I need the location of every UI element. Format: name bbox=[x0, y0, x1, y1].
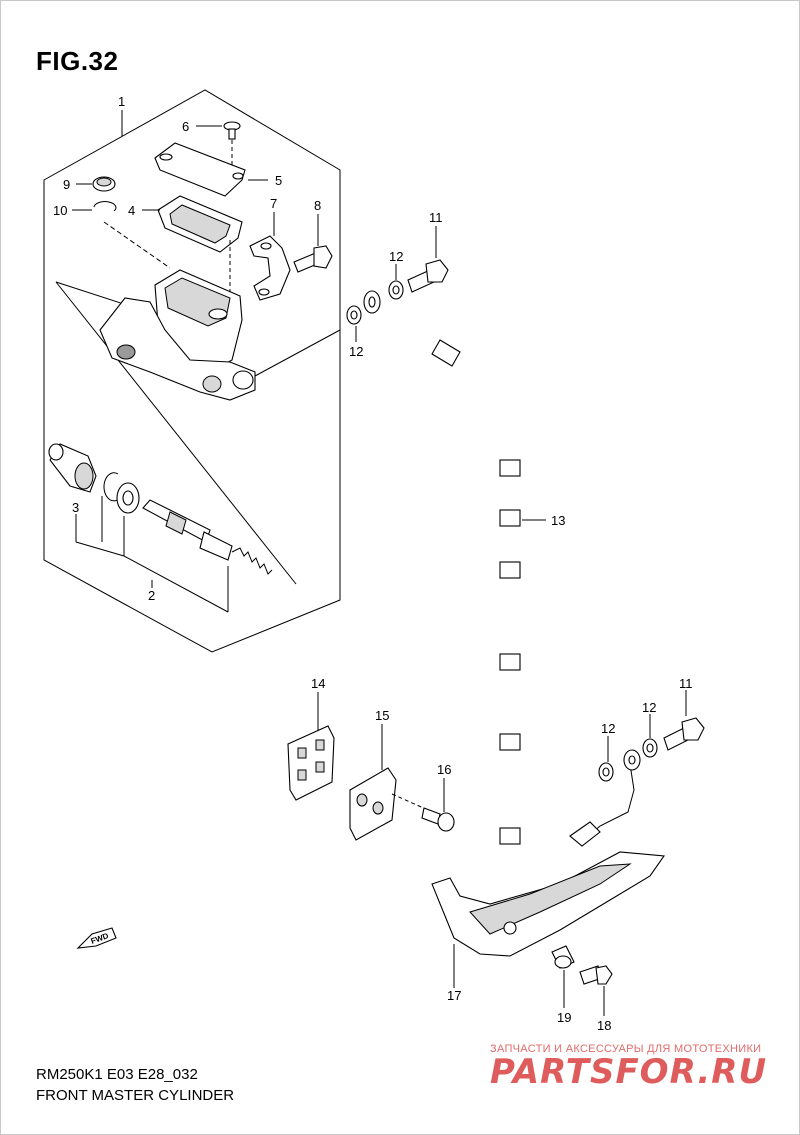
callout-2: 2 bbox=[148, 588, 155, 603]
callout-9: 9 bbox=[63, 177, 70, 192]
callout-4: 4 bbox=[128, 203, 135, 218]
callout-16: 16 bbox=[437, 762, 451, 777]
cap-9 bbox=[92, 176, 116, 192]
callout-17: 17 bbox=[447, 988, 461, 1003]
diaphragm-4 bbox=[157, 195, 243, 300]
callout-11-upper: 11 bbox=[429, 210, 443, 225]
hose-guide-14 bbox=[287, 725, 335, 801]
disc-guard-17 bbox=[431, 851, 665, 957]
callout-6: 6 bbox=[182, 119, 189, 134]
callout-12-lower-b: 12 bbox=[601, 721, 615, 736]
reservoir-cap-5 bbox=[154, 142, 246, 197]
piston-kit-2 bbox=[142, 499, 273, 575]
callout-19: 19 bbox=[557, 1010, 571, 1025]
fwd-arrow-icon: FWD bbox=[76, 927, 117, 949]
watermark-tagline: ЗАПЧАСТИ И АКСЕССУАРЫ ДЛЯ МОТОТЕХНИКИ bbox=[490, 1043, 762, 1055]
figure-title: FIG.32 bbox=[36, 46, 119, 76]
callout-18: 18 bbox=[597, 1018, 611, 1033]
watermark-logo: PARTSFOR.RU bbox=[490, 1052, 768, 1092]
callout-numbers: 1 2 3 4 5 6 7 8 9 10 11 12 12 13 14 15 1… bbox=[53, 94, 693, 1033]
callout-3: 3 bbox=[72, 500, 79, 515]
callout-12-upper-a: 12 bbox=[389, 249, 403, 264]
circlip bbox=[103, 472, 121, 502]
figure-name: FRONT MASTER CYLINDER bbox=[36, 1087, 235, 1104]
callout-13: 13 bbox=[551, 513, 565, 528]
lower-union-hardware bbox=[598, 717, 705, 782]
callout-12-upper-b: 12 bbox=[349, 344, 363, 359]
callout-15: 15 bbox=[375, 708, 389, 723]
boot-3 bbox=[48, 443, 97, 493]
upper-union-hardware bbox=[346, 259, 449, 325]
clamp-7 bbox=[249, 235, 291, 301]
master-cylinder-body bbox=[99, 269, 341, 401]
bolt-8 bbox=[293, 245, 333, 273]
assembly-boundary bbox=[43, 89, 341, 653]
ring-10 bbox=[93, 201, 117, 212]
leader-lines bbox=[72, 125, 687, 1016]
callout-10: 10 bbox=[53, 203, 67, 218]
bolt-18 bbox=[579, 965, 613, 985]
callout-11-lower: 11 bbox=[679, 676, 693, 691]
callout-7: 7 bbox=[270, 196, 277, 211]
callout-8: 8 bbox=[314, 198, 321, 213]
callout-1: 1 bbox=[118, 94, 125, 109]
callout-14: 14 bbox=[311, 676, 325, 691]
callout-brackets bbox=[75, 496, 229, 613]
model-code: RM250K1 E03 E28_032 bbox=[36, 1066, 198, 1083]
bolt-16 bbox=[391, 793, 455, 832]
callout-5: 5 bbox=[275, 173, 282, 188]
hose-clamp-15 bbox=[349, 767, 397, 841]
brake-hose-13 bbox=[363, 290, 641, 878]
spacer-19 bbox=[551, 945, 575, 969]
callout-12-lower-a: 12 bbox=[642, 700, 656, 715]
washer bbox=[116, 482, 140, 514]
